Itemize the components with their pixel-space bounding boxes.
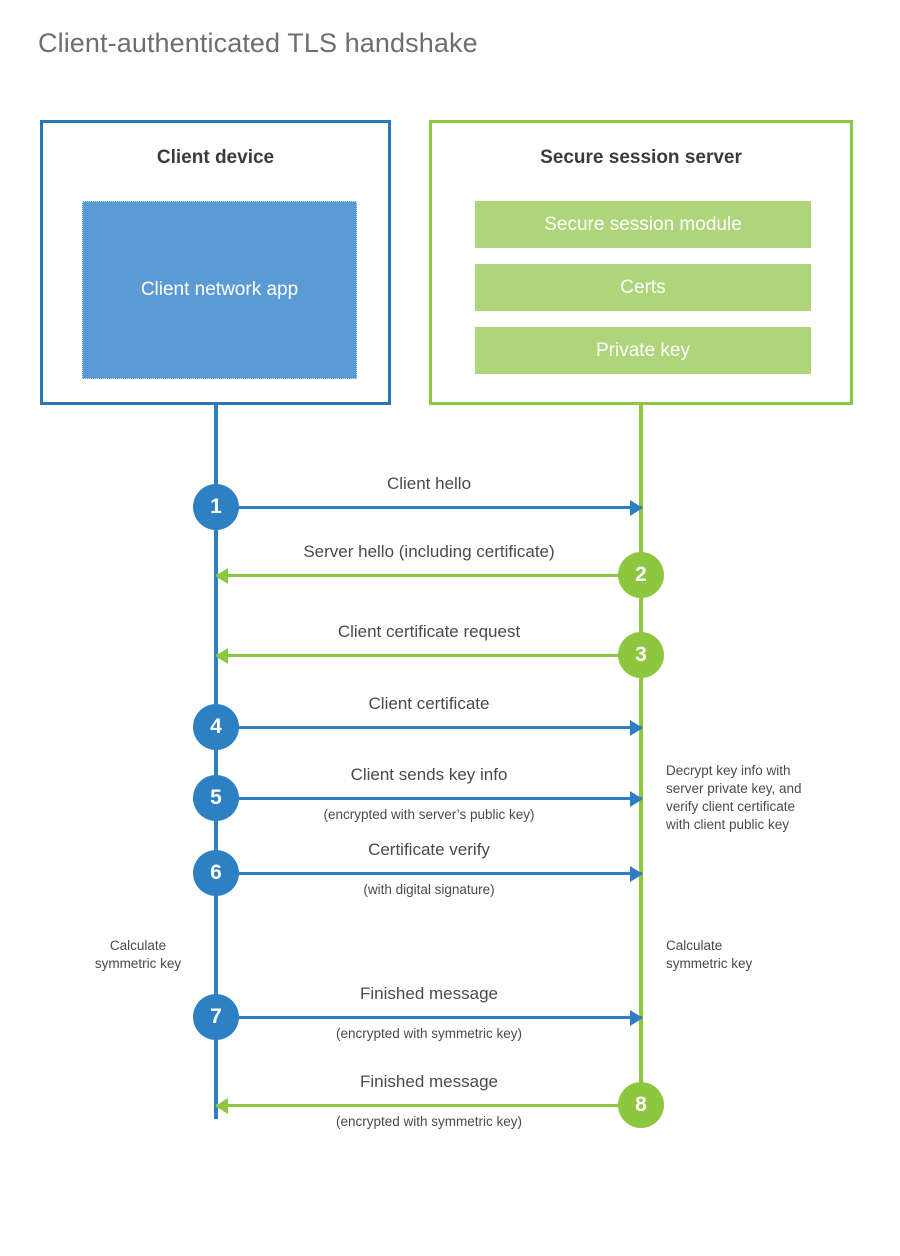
message-label-4: Client certificate xyxy=(368,694,490,713)
client-device-box: Client device Client network app xyxy=(40,120,391,405)
secure-session-server-box: Secure session server Secure session mod… xyxy=(429,120,853,405)
step-circle-2: 2 xyxy=(618,552,664,598)
message-label-8: Finished message xyxy=(360,1072,498,1091)
step-circle-3: 3 xyxy=(618,632,664,678)
message-label-7: Finished message xyxy=(360,984,498,1003)
message-label-3: Client certificate request xyxy=(337,622,521,641)
message-label-6: Certificate verify xyxy=(368,840,490,859)
message-sublabel-8: (encrypted with symmetric key) xyxy=(335,1114,523,1129)
annotation-server-decrypt: Decrypt key info with server private key… xyxy=(666,762,856,834)
annotation-line: Decrypt key info with xyxy=(666,763,791,778)
annotation-server-calculate-symmetric-key: Calculate symmetric key xyxy=(666,937,816,973)
step-circle-7: 7 xyxy=(193,994,239,1040)
message-label-2: Server hello (including certificate) xyxy=(303,542,555,561)
arrow-line-2 xyxy=(216,574,642,577)
arrow-head-5 xyxy=(630,791,643,807)
annotation-line: with client public key xyxy=(666,816,790,832)
annotation-client-calculate-symmetric-key: Calculate symmetric key xyxy=(66,937,210,973)
server-lifeline xyxy=(639,405,643,1105)
arrow-line-6 xyxy=(216,872,642,875)
arrow-head-7 xyxy=(630,1010,643,1026)
message-label-1: Client hello xyxy=(386,474,472,493)
server-component-private-key: Private key xyxy=(475,327,811,374)
annotation-line: symmetric key xyxy=(666,955,753,971)
arrow-head-3 xyxy=(215,648,228,664)
step-circle-5: 5 xyxy=(193,775,239,821)
step-circle-8: 8 xyxy=(618,1082,664,1128)
message-sublabel-7: (encrypted with symmetric key) xyxy=(335,1026,523,1041)
page-title: Client-authenticated TLS handshake xyxy=(38,28,478,58)
arrow-head-2 xyxy=(215,568,228,584)
step-circle-1: 1 xyxy=(193,484,239,530)
client-network-app-block: Client network app xyxy=(82,201,357,379)
server-component-secure-session-module: Secure session module xyxy=(475,201,811,248)
client-device-title: Client device xyxy=(156,147,275,168)
step-circle-6: 6 xyxy=(193,850,239,896)
annotation-line: Calculate xyxy=(109,938,167,953)
arrow-head-6 xyxy=(630,866,643,882)
annotation-line: verify client certificate xyxy=(666,798,796,814)
arrow-line-1 xyxy=(216,506,642,509)
server-component-certs: Certs xyxy=(475,264,811,311)
arrow-line-4 xyxy=(216,726,642,729)
message-sublabel-5: (encrypted with server’s public key) xyxy=(323,807,535,822)
annotation-line: server private key, and xyxy=(666,780,802,796)
arrow-head-1 xyxy=(630,500,643,516)
annotation-line: Calculate xyxy=(666,938,723,953)
arrow-line-7 xyxy=(216,1016,642,1019)
client-lifeline xyxy=(214,405,218,1119)
arrow-head-8 xyxy=(215,1098,228,1114)
message-sublabel-6: (with digital signature) xyxy=(363,882,495,897)
secure-session-server-title: Secure session server xyxy=(540,147,742,168)
arrow-line-5 xyxy=(216,797,642,800)
arrow-line-8 xyxy=(216,1104,642,1107)
message-label-5: Client sends key info xyxy=(350,765,508,784)
arrow-head-4 xyxy=(630,720,643,736)
annotation-line: symmetric key xyxy=(94,955,182,971)
arrow-line-3 xyxy=(216,654,642,657)
step-circle-4: 4 xyxy=(193,704,239,750)
